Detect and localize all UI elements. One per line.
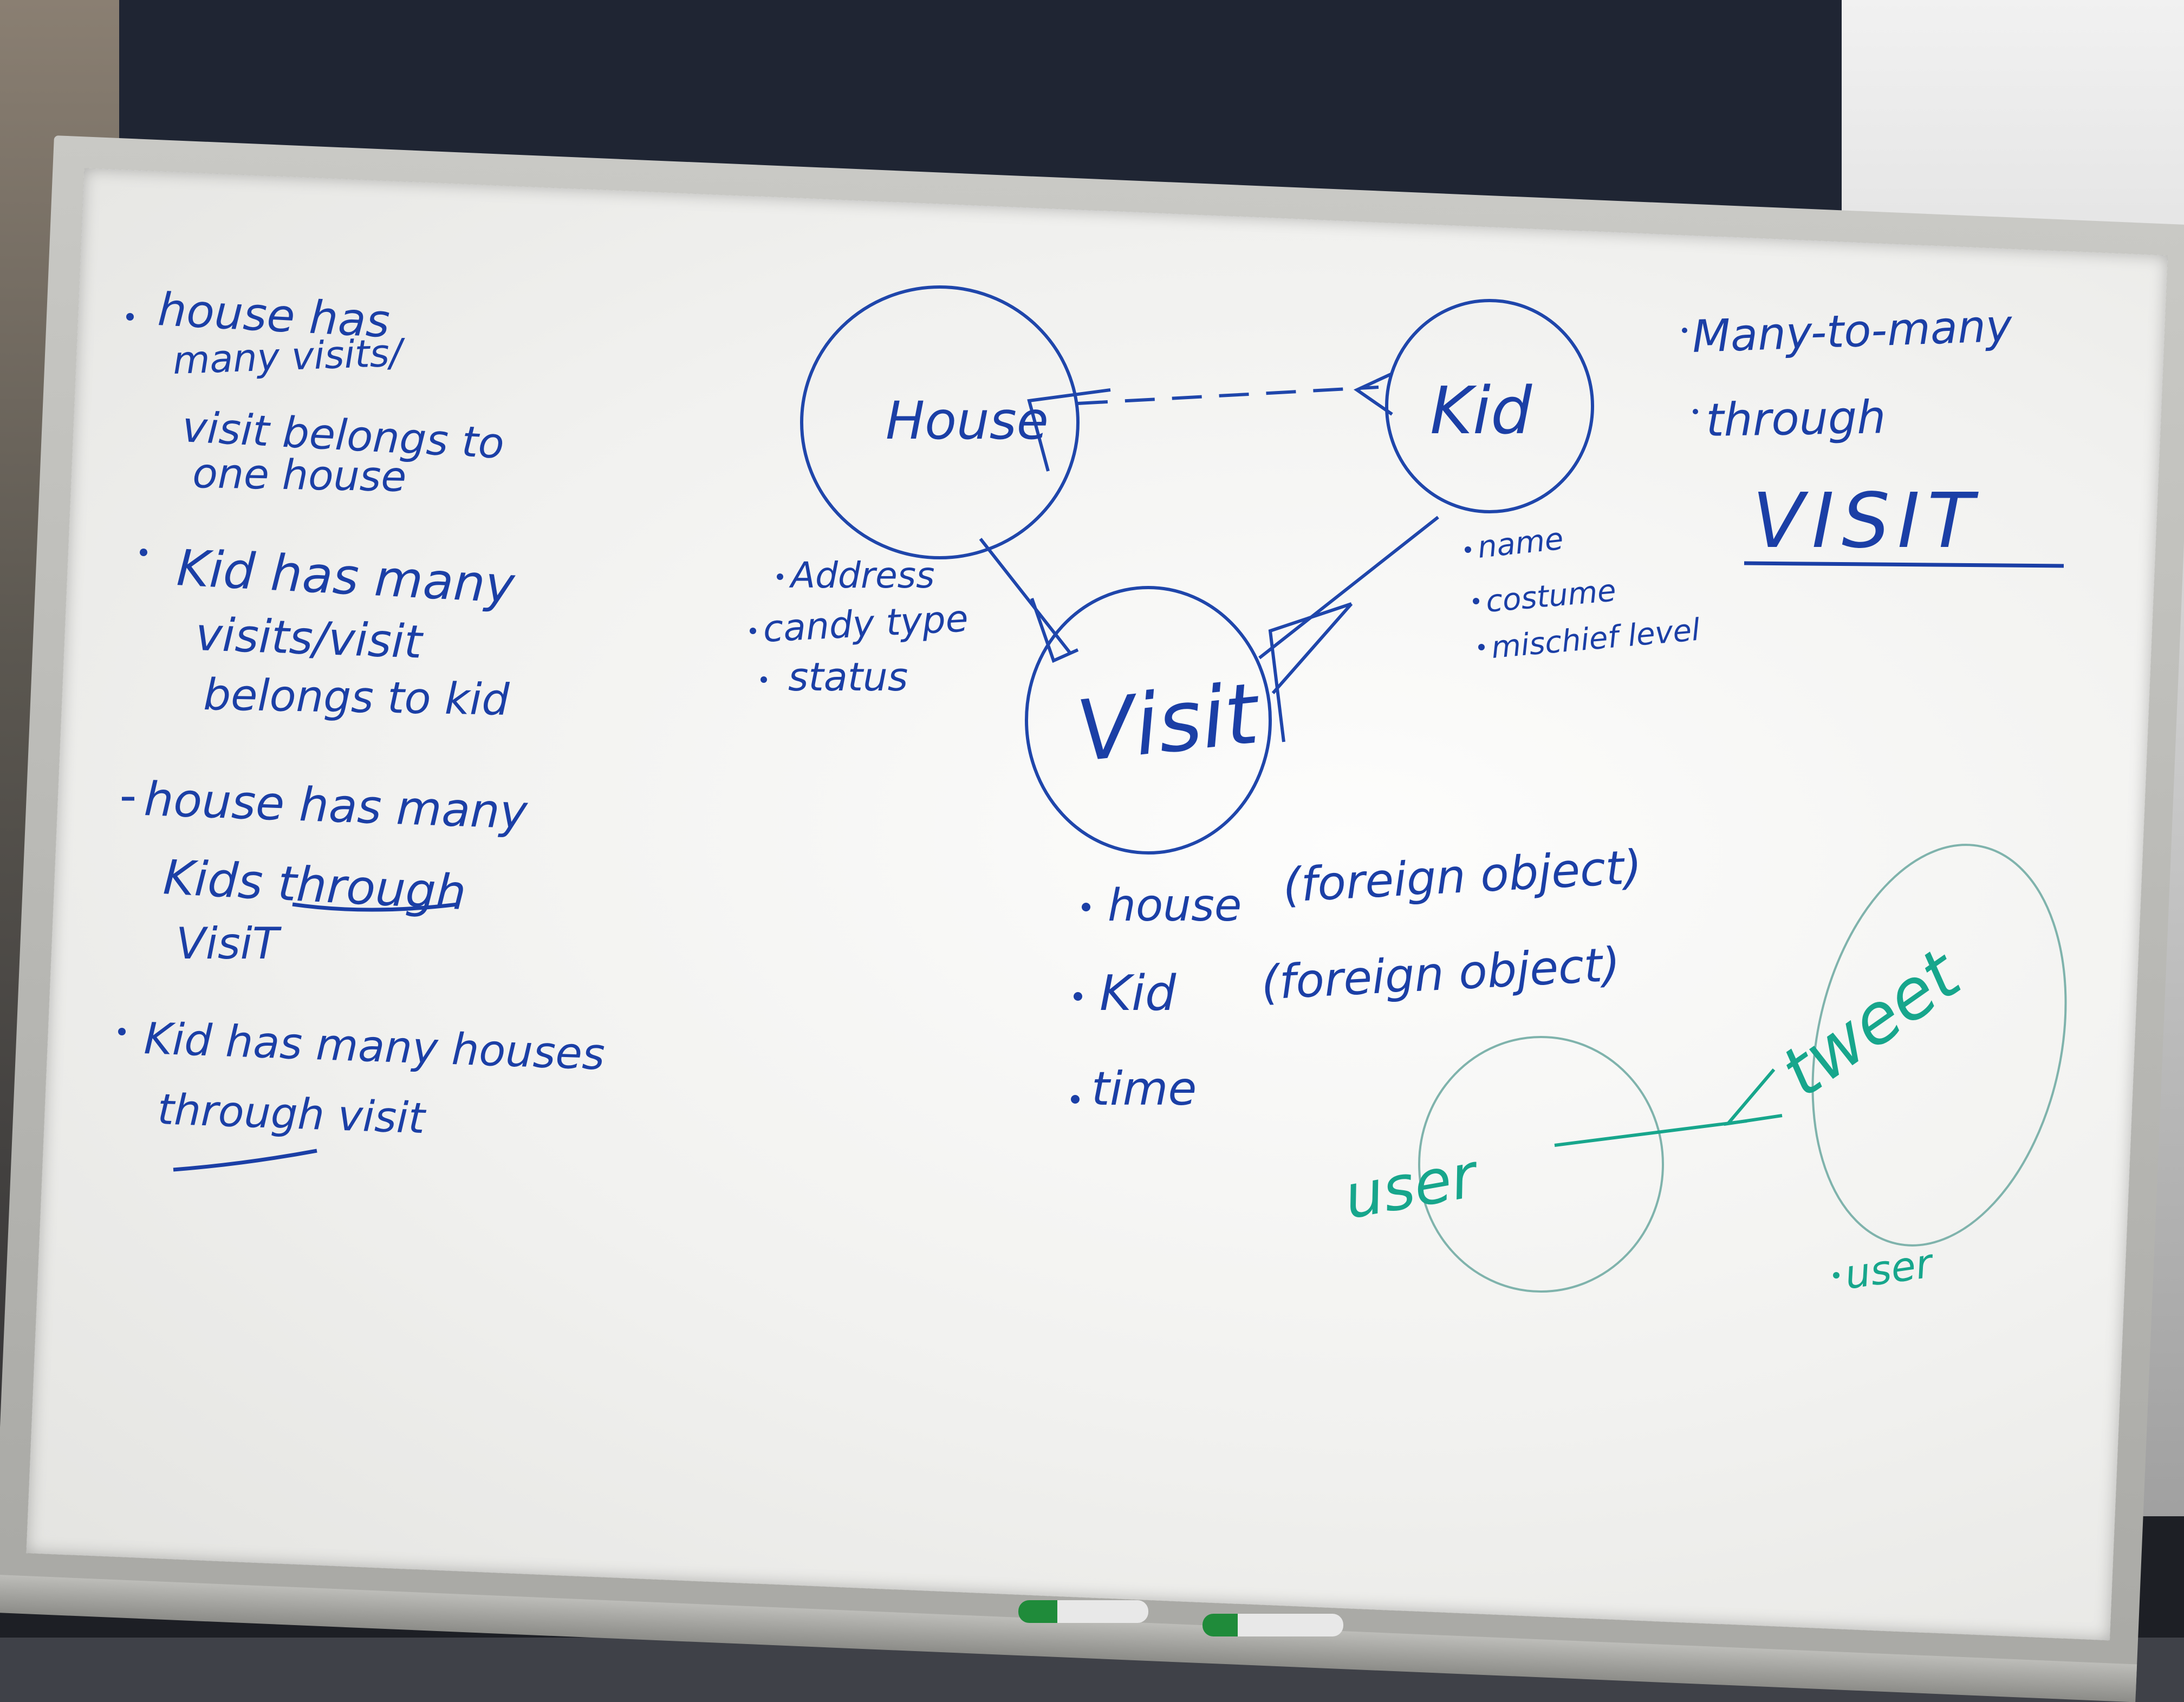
note4-line2: through visit (157, 1085, 427, 1143)
tweet-attr-user: user (1842, 1240, 1938, 1299)
note4-line1: Kid has many houses (143, 1013, 606, 1080)
visit-attr-kid: Kid (1100, 965, 1176, 1022)
visit-attr-house-note: (foreign object) (1282, 840, 1643, 913)
house-attributes: Address candy type status (750, 555, 969, 700)
visit-entity-circle (1025, 586, 1272, 855)
crows-foot-visit-house (1030, 598, 1079, 663)
tweet-entity-label: tweet (1767, 933, 1976, 1113)
underline-through (173, 1149, 317, 1172)
left-note-4: Kid has many houses through visit (118, 1013, 606, 1172)
note1-line1: house has (157, 283, 391, 348)
left-note-1: house has many visits/ visit belongs to … (126, 283, 505, 501)
bullet-dot (1693, 409, 1698, 414)
bullet-dot (777, 573, 783, 580)
kid-entity-label: Kid (1430, 374, 1532, 449)
crows-foot-tweet (1724, 1068, 1783, 1126)
house-attr-address: Address (789, 555, 934, 596)
er-diagram (800, 285, 1594, 855)
kid-visit-line (1258, 516, 1439, 660)
visit-attr-house: house (1108, 880, 1242, 931)
crows-foot-visit-kid (1268, 602, 1353, 742)
note1-line2: many visits/ (172, 330, 406, 383)
underline-through (292, 902, 458, 912)
note3-line2: Kids through (162, 849, 467, 921)
green-marker (1202, 1614, 1343, 1636)
bullet-dot (1682, 328, 1687, 333)
right-note-through: through (1706, 390, 1887, 447)
bullet-dot (126, 313, 134, 321)
bullet-dot (118, 1028, 126, 1035)
left-note-2: Kid has many visits/visit belongs to kid (140, 539, 517, 725)
user-entity-label: user (1339, 1140, 1485, 1233)
kid-attr-costume: costume (1485, 573, 1617, 619)
bullet-dot (1074, 992, 1082, 1001)
note3-line1: house has many (143, 772, 529, 840)
bullet-dot (750, 628, 756, 634)
bullet-dot (1478, 644, 1485, 650)
house-entity-circle (800, 285, 1080, 559)
right-note-underline (1744, 561, 2064, 568)
visit-attr-kid-note: (foreign object) (1260, 937, 1622, 1010)
left-note-3: house has many Kids through VisiT (122, 772, 529, 969)
bullet-dot (1071, 1095, 1080, 1104)
bullet-dot (1473, 598, 1479, 604)
kid-attr-name: name (1476, 521, 1565, 565)
house-visit-line (979, 538, 1071, 654)
whiteboard-drawings: house has many visits/ visit belongs to … (118, 283, 2067, 1299)
bullet-dot (760, 676, 767, 683)
note1-line4: one house (192, 449, 407, 501)
user-tweet-line (1554, 1119, 1747, 1147)
kid-attributes: name costume mischief level (1465, 521, 1701, 666)
visit-entity-label: Visit (1072, 664, 1265, 780)
house-entity-label: House (886, 390, 1049, 451)
note2-line2: visits/visit (194, 608, 424, 669)
tweet-entity-circle (1811, 844, 2067, 1247)
user-entity-circle (1418, 1036, 1664, 1293)
bullet-dot (1082, 903, 1090, 911)
bullet-dot (140, 549, 147, 556)
bullet-dot (1465, 546, 1471, 553)
kid-attr-mischief-level: mischief level (1490, 612, 1702, 665)
kid-entity-circle (1385, 299, 1594, 513)
bullet-dot (1833, 1272, 1839, 1279)
green-marker (1018, 1600, 1148, 1623)
note2-line3: belongs to kid (203, 669, 511, 725)
crows-foot-kid (1353, 372, 1393, 416)
house-attr-status: status (788, 654, 908, 700)
house-attr-candy-type: candy type (762, 597, 970, 651)
crows-foot-house (1027, 388, 1111, 472)
visit-attr-time: time (1091, 1062, 1197, 1116)
visit-attributes: house (foreign object) Kid (foreign obje… (1071, 840, 1643, 1116)
house-kid-dashed-line (1077, 386, 1379, 405)
note2-line1: Kid has many (176, 539, 517, 615)
right-notes: Many-to-many through VISIT (1682, 300, 2064, 568)
right-note-visit: VISIT (1752, 477, 1981, 565)
right-note-many-to-many: Many-to-many (1691, 300, 2013, 363)
note3-line3: VisiT (176, 918, 282, 969)
